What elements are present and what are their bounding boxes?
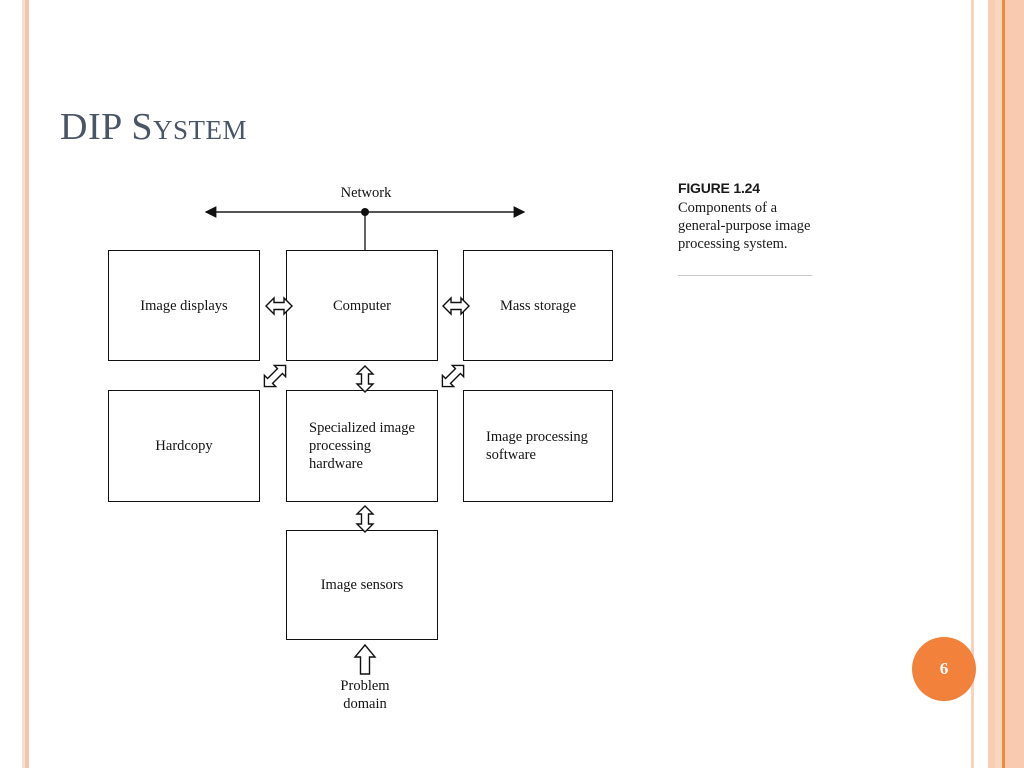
decor-stripe-right-band1 <box>988 0 995 768</box>
connector-displays-hardcopy <box>263 364 287 388</box>
node-image-displays[interactable]: Image displays <box>108 250 266 367</box>
page-title: DIP System <box>60 106 247 148</box>
node-computer[interactable]: Computer <box>286 250 444 367</box>
problem-domain-label-line2: domain <box>343 695 387 712</box>
decor-stripe-right-band3 <box>1005 0 1024 768</box>
figure-caption: FIGURE 1.24 Components of a general-purp… <box>678 180 818 253</box>
figure-caption-rule <box>678 275 812 276</box>
connector-storage-software <box>441 364 465 388</box>
node-image-processing-software[interactable]: Image processing software <box>463 390 619 508</box>
decor-stripe-left-inner <box>25 0 29 768</box>
node-image-sensors[interactable]: Image sensors <box>286 530 444 646</box>
node-specialized-hardware[interactable]: Specialized image processing hardware <box>286 390 444 508</box>
node-mass-storage[interactable]: Mass storage <box>463 250 619 367</box>
decor-stripe-right-thin <box>971 0 974 768</box>
node-hardcopy-label: Hardcopy <box>155 437 213 454</box>
connector-network-bus <box>204 206 526 250</box>
node-image-processing-software-label: Image processing software <box>486 428 588 463</box>
node-hardcopy[interactable]: Hardcopy <box>108 390 266 508</box>
node-mass-storage-label: Mass storage <box>499 297 577 314</box>
decor-stripe-right-band2 <box>995 0 1002 768</box>
node-image-sensors-label: Image sensors <box>320 576 404 593</box>
node-computer-label: Computer <box>333 297 391 314</box>
figure-caption-text: Components of a general-purpose image pr… <box>678 200 811 253</box>
connector-hardware-sensors <box>355 505 375 533</box>
connector-computer-hardware <box>355 365 375 393</box>
node-image-displays-label: Image displays <box>140 297 228 314</box>
page-number-badge: 6 <box>912 637 976 701</box>
connector-problem-to-sensors <box>353 643 377 675</box>
node-specialized-hardware-label: Specialized image processing hardware <box>309 419 415 473</box>
problem-domain-label-line1: Problem <box>340 678 390 694</box>
decor-stripe-left-outer <box>22 0 25 768</box>
decor-stripe-right-accent <box>1002 0 1005 768</box>
network-label: Network <box>340 185 392 201</box>
figure-caption-label: FIGURE 1.24 <box>678 180 760 196</box>
problem-domain-label: Problem domain <box>295 678 435 713</box>
